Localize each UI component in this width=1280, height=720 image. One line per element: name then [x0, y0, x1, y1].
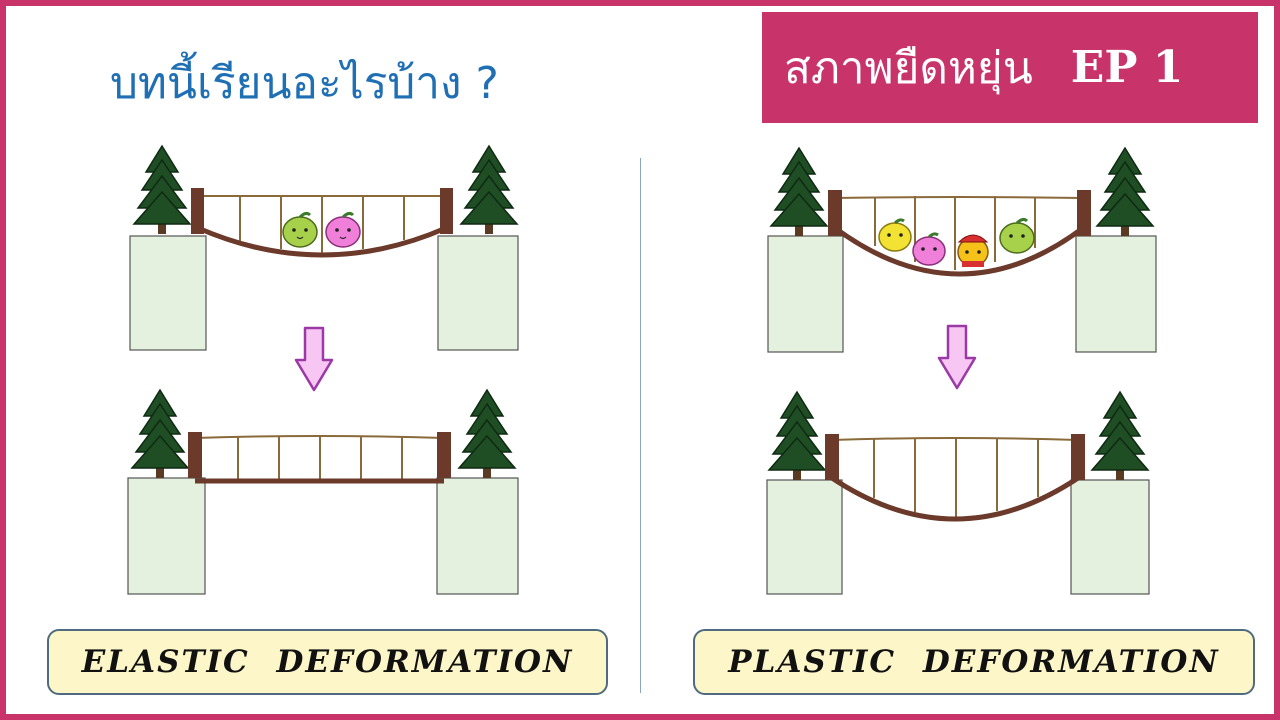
arrow-down-icon	[937, 324, 977, 390]
elastic-deformation-label: ELASTIC DEFORMATION	[47, 629, 608, 695]
bridge-deck	[830, 475, 1080, 522]
pine-tree-icon	[458, 389, 516, 479]
plastic-label-text: PLASTIC DEFORMATION	[728, 644, 1220, 680]
pine-tree-icon	[770, 147, 828, 237]
plastic-deformation-label: PLASTIC DEFORMATION	[693, 629, 1255, 695]
left-cliff-block	[766, 479, 843, 595]
right-cliff-block	[437, 235, 519, 351]
fruit-character-icon	[912, 232, 946, 266]
fruit-character-icon	[957, 234, 989, 267]
bridge-deck	[197, 225, 447, 258]
pine-tree-icon	[133, 145, 191, 235]
left-cliff-block	[129, 235, 207, 351]
right-cliff-block	[1070, 479, 1150, 595]
pine-tree-icon	[1096, 147, 1154, 237]
pine-tree-icon	[1091, 391, 1149, 481]
left-top-bridge	[129, 145, 519, 351]
right-cliff-block	[436, 477, 519, 595]
fruit-character-icon	[999, 217, 1035, 254]
panel-divider	[640, 158, 641, 693]
left-bottom-bridge	[127, 389, 519, 595]
pine-tree-icon	[460, 145, 518, 235]
pine-tree-icon	[131, 389, 189, 479]
right-top-bridge	[767, 147, 1157, 353]
right-cliff-block	[1075, 235, 1157, 353]
arrow-down-icon	[294, 326, 334, 392]
fruit-character-icon	[878, 218, 912, 252]
episode-number: EP 1	[1070, 42, 1184, 93]
pine-tree-icon	[768, 391, 826, 481]
right-bottom-bridge	[766, 391, 1150, 595]
left-cliff-block	[767, 235, 844, 353]
left-cliff-block	[127, 477, 206, 595]
episode-banner: สภาพยืดหยุ่น EP 1	[762, 12, 1258, 123]
elastic-label-text: ELASTIC DEFORMATION	[81, 644, 574, 680]
lesson-question: บทนี้เรียนอะไรบ้าง ?	[110, 58, 499, 109]
bridge-deck	[833, 225, 1085, 277]
fruit-character-icon	[282, 211, 318, 248]
topic-title: สภาพยืดหยุ่น	[784, 42, 1033, 94]
fruit-character-icon	[325, 211, 361, 248]
